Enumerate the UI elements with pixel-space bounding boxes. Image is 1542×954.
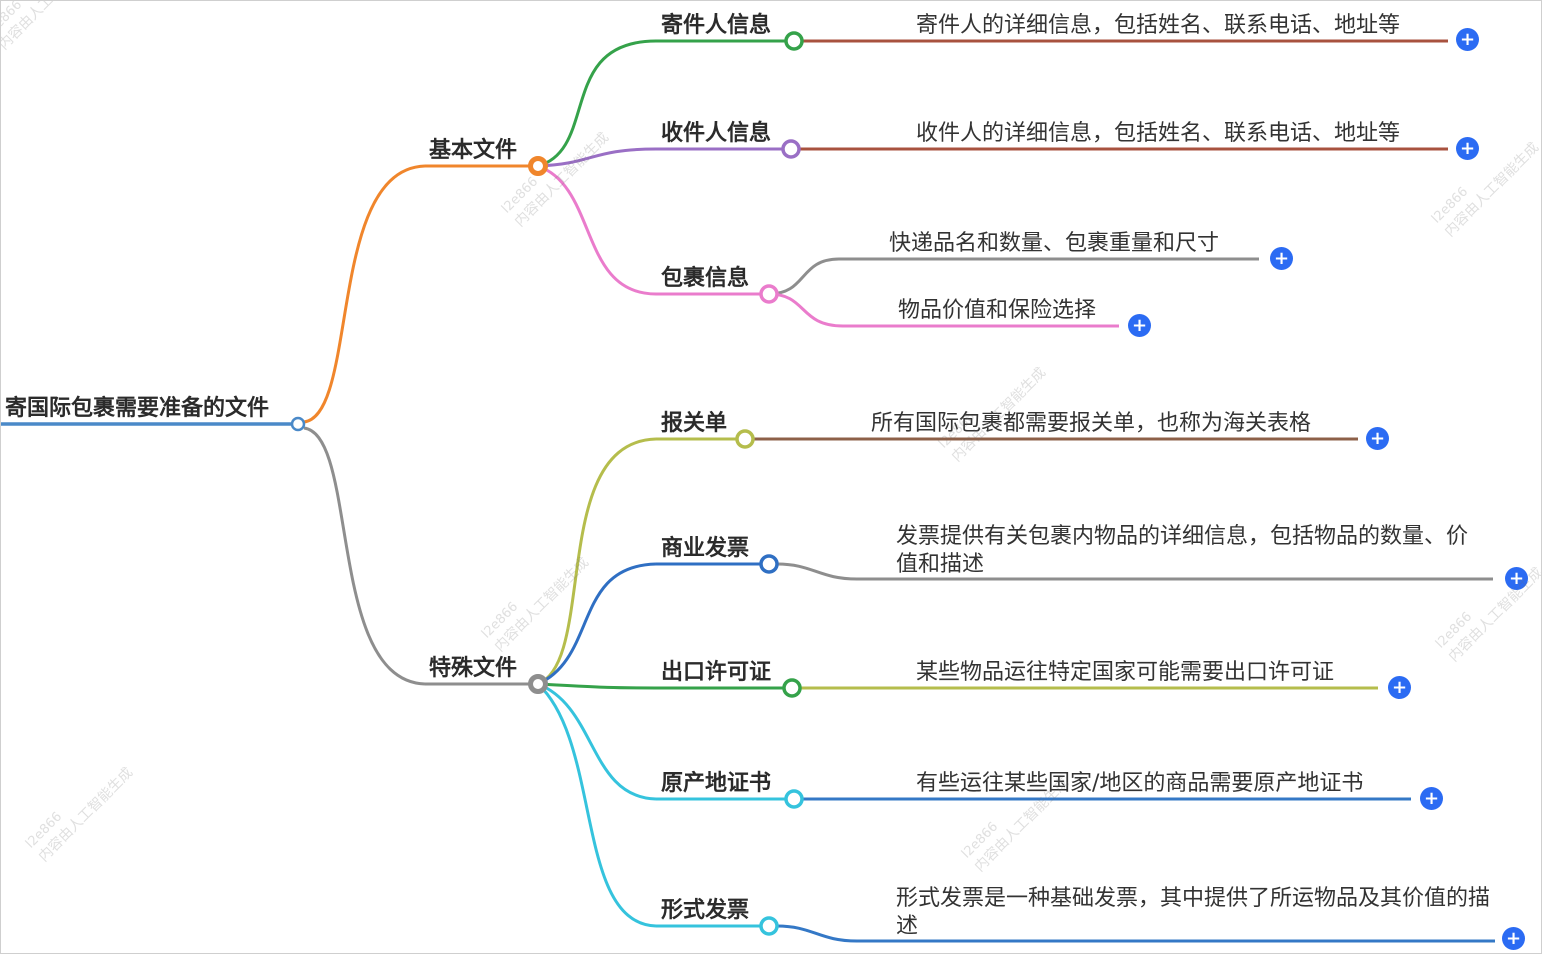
plus-icon: + — [1505, 927, 1522, 949]
add-button-package-item1[interactable]: + — [1270, 247, 1293, 270]
plus-icon: + — [1459, 28, 1476, 50]
desc-certificate-origin[interactable]: 有些运往某些国家/地区的商品需要原产地证书 — [916, 771, 1364, 796]
customs-node-handle[interactable] — [735, 429, 755, 449]
desc-customs-form[interactable]: 所有国际包裹都需要报关单，也称为海关表格 — [871, 411, 1312, 436]
special-node-handle[interactable] — [528, 674, 548, 694]
plus-icon: + — [1131, 314, 1148, 336]
proforma-node-handle[interactable] — [759, 916, 779, 936]
node-label-certificate-origin[interactable]: 原产地证书 — [661, 771, 772, 796]
desc-package-item1[interactable]: 快递品名和数量、包裹重量和尺寸 — [889, 231, 1220, 256]
edge-root-special — [303, 426, 426, 686]
sender-node-handle[interactable] — [784, 31, 804, 51]
node-label-commercial-invoice[interactable]: 商业发票 — [661, 536, 750, 561]
plus-icon: + — [1459, 137, 1476, 159]
node-label-customs-form[interactable]: 报关单 — [661, 411, 728, 436]
plus-icon: + — [1273, 247, 1290, 269]
plus-icon: + — [1391, 676, 1408, 698]
add-button-sender[interactable]: + — [1456, 28, 1479, 51]
line-invoice-desc — [776, 562, 1493, 581]
edge-special-proforma — [536, 682, 657, 928]
basic-node-handle[interactable] — [528, 156, 548, 176]
desc-package-item2[interactable]: 物品价值和保险选择 — [898, 298, 1097, 323]
plus-icon: + — [1508, 567, 1525, 589]
edge-special-origin — [537, 682, 657, 801]
edge-special-customs — [537, 437, 657, 686]
edge-special-export — [537, 682, 657, 690]
desc-proforma-invoice[interactable]: 形式发票是一种基础发票，其中提供了所运物品及其价值的描述 — [896, 886, 1491, 939]
edge-basic-sender — [537, 39, 657, 168]
add-button-export[interactable]: + — [1388, 676, 1411, 699]
node-label-recipient-info[interactable]: 收件人信息 — [661, 121, 772, 146]
desc-export-license[interactable]: 某些物品运往特定国家可能需要出口许可证 — [916, 660, 1335, 685]
node-label-proforma-invoice[interactable]: 形式发票 — [661, 898, 750, 923]
add-button-customs[interactable]: + — [1366, 427, 1389, 450]
origin-node-handle[interactable] — [784, 789, 804, 809]
desc-sender-info[interactable]: 寄件人的详细信息，包括姓名、联系电话、地址等 — [916, 13, 1401, 38]
root-node-handle[interactable] — [290, 416, 306, 432]
desc-commercial-invoice[interactable]: 发票提供有关包裹内物品的详细信息，包括物品的数量、价值和描述 — [896, 524, 1469, 577]
package-node-handle[interactable] — [759, 284, 779, 304]
node-label-sender-info[interactable]: 寄件人信息 — [661, 13, 772, 38]
plus-icon: + — [1423, 787, 1440, 809]
edge-root-basic — [303, 164, 426, 424]
desc-recipient-info[interactable]: 收件人的详细信息，包括姓名、联系电话、地址等 — [916, 121, 1401, 146]
node-label-root[interactable]: 寄国际包裹需要准备的文件 — [5, 396, 270, 421]
add-button-origin[interactable]: + — [1420, 787, 1443, 810]
add-button-invoice[interactable]: + — [1505, 567, 1528, 590]
export-node-handle[interactable] — [782, 678, 802, 698]
line-proforma-desc — [776, 924, 1495, 943]
invoice-node-handle[interactable] — [759, 554, 779, 574]
node-label-package-info[interactable]: 包裹信息 — [661, 266, 750, 291]
node-label-basic-docs[interactable]: 基本文件 — [429, 138, 518, 163]
node-label-export-license[interactable]: 出口许可证 — [661, 660, 772, 685]
line-package-item2 — [768, 292, 1119, 328]
add-button-recipient[interactable]: + — [1456, 137, 1479, 160]
plus-icon: + — [1369, 427, 1386, 449]
recipient-node-handle[interactable] — [781, 139, 801, 159]
edge-special-invoice — [537, 562, 657, 686]
edge-basic-recipient — [537, 147, 657, 168]
node-label-special-docs[interactable]: 特殊文件 — [429, 656, 518, 681]
add-button-proforma[interactable]: + — [1502, 927, 1525, 950]
edge-basic-package — [537, 164, 657, 296]
line-package-item1 — [768, 257, 1259, 296]
add-button-package-item2[interactable]: + — [1128, 314, 1151, 337]
